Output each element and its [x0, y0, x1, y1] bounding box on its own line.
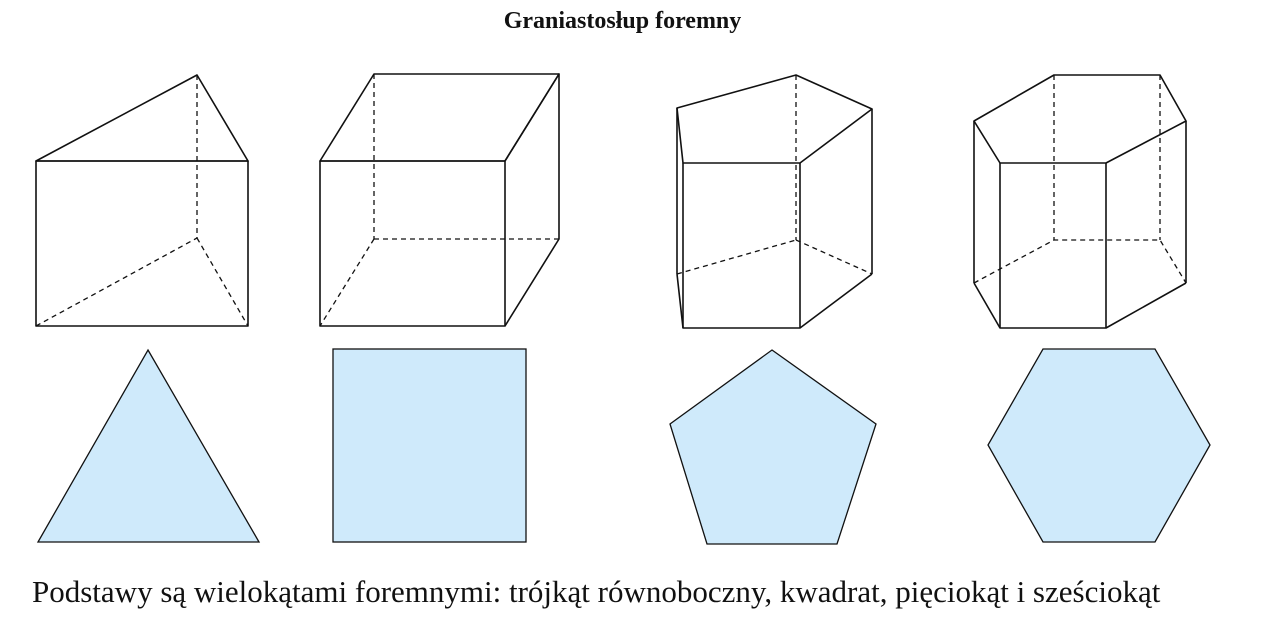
base-pentagon [669, 349, 877, 545]
base-hexagon [987, 348, 1211, 543]
square-prism [319, 73, 560, 327]
triangular-prism-hidden-edge [196, 237, 249, 327]
hexagonal-prism-hidden-edge [973, 239, 1187, 284]
hexagonal-prism-bottom-edges [973, 282, 1187, 329]
triangular-prism [35, 74, 249, 327]
pentagonal-prism-hidden-edge [795, 239, 873, 275]
square-prism-side-face [504, 73, 560, 327]
pentagonal-prism-top-face [676, 74, 873, 164]
diagram-caption: Podstawy są wielokątami foremnymi: trójk… [32, 574, 1161, 609]
triangular-prism-front-face [35, 160, 249, 327]
square-prism-hidden-edge [319, 238, 375, 327]
diagram-title: Graniastosłup foremny [503, 8, 742, 34]
square-prism-top-face [319, 73, 560, 162]
pentagonal-prism [676, 74, 873, 329]
hexagonal-prism-top-face [973, 74, 1187, 164]
square-prism-front-face [319, 160, 506, 327]
base-triangle [36, 348, 261, 543]
triangular-prism-top-face [35, 74, 249, 162]
triangular-prism-hidden-edge [35, 237, 198, 327]
base-square [332, 348, 527, 543]
pentagonal-prism-bottom-edges [676, 273, 873, 329]
hexagonal-prism [973, 74, 1187, 329]
pentagonal-prism-hidden-edge [676, 239, 797, 275]
